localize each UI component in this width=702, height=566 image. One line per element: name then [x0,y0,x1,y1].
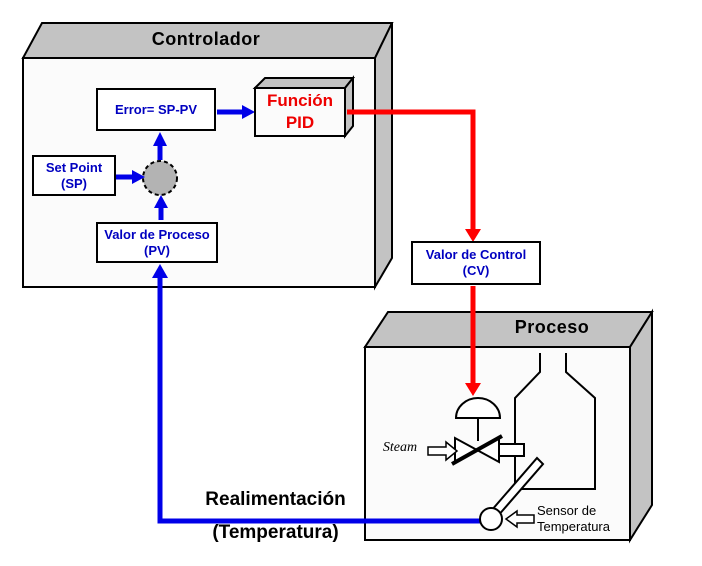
cv-to-valve-arrow [465,286,481,396]
sensor-label-line1: Sensor de [537,503,597,518]
setpoint-to-sum-arrow [116,170,145,184]
setpoint-label-line1: Set Point [45,159,103,175]
feedback-line [157,277,480,524]
sensor-label-line2: Temperatura [537,519,610,534]
pid-label-line2: PID [285,113,315,132]
controller-title: Controlador [151,29,261,49]
valve-actuator-dome [454,397,502,419]
temperature-sensor-label: Sensor de Temperatura [537,503,637,535]
pid-box-side-face [344,75,354,139]
tank-outline-icon [514,353,596,490]
error-box: Error= SP-PV [96,88,216,131]
control-value-box: Valor de Control (CV) [411,241,541,285]
steam-label: Steam [382,440,418,455]
summing-junction [142,160,178,196]
pid-box-front-face [254,87,346,137]
setpoint-label-line2: (SP) [61,175,87,191]
error-label: Error= SP-PV [114,101,197,117]
pid-label-line1: Función [266,91,334,110]
process-value-box: Valor de Proceso (PV) [96,222,218,263]
feedback-signal-arrow [152,264,480,524]
process-title: Proceso [514,317,590,337]
pid-box-top-face [252,77,356,89]
control-value-line2: (CV) [462,263,490,278]
control-value-line1: Valor de Control [425,247,527,262]
valve-outlet-pipe [497,443,525,457]
feedback-variable-label: (Temperatura) [212,522,339,543]
process-value-line1: Valor de Proceso [104,226,210,242]
error-to-pid-arrow [217,105,255,119]
feedback-label: Realimentación [205,489,346,510]
temperature-sensor-icon [479,456,545,531]
setpoint-box: Set Point (SP) [32,155,116,196]
process-value-line2: (PV) [144,242,170,258]
sum-to-error-arrow [153,132,167,160]
valve-diagonal-mark [451,434,503,466]
sensor-bulb [479,507,503,531]
sensor-pointer-arrow-icon [504,509,535,529]
control-valve-icon [427,397,525,466]
pid-function-label: Función PID [255,88,345,136]
pv-to-sum-arrow [154,195,168,220]
feedback-arrowhead [152,264,168,278]
controller-box-side-face [374,22,393,291]
pid-to-cv-arrow [347,109,481,242]
pid-function-box [252,75,356,139]
steam-inlet-arrow-icon [427,440,459,462]
